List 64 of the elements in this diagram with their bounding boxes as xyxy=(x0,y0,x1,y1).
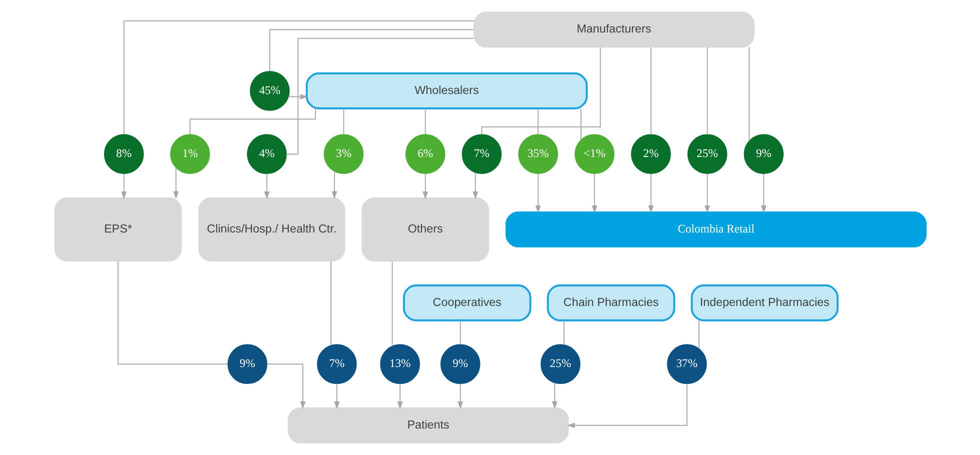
connector xyxy=(268,29,474,72)
connector xyxy=(391,260,392,347)
arrow xyxy=(172,167,178,200)
arrow xyxy=(287,94,308,100)
node-circle: 9% xyxy=(226,344,267,384)
node-circle: 6% xyxy=(404,134,445,174)
node-circle: 25% xyxy=(686,134,727,174)
arrow xyxy=(534,173,540,214)
connector xyxy=(189,108,316,136)
node-circle: 8% xyxy=(104,134,144,174)
node-circle: 2% xyxy=(630,134,670,174)
arrow xyxy=(551,382,557,410)
node-circle: 7% xyxy=(461,134,502,174)
connector xyxy=(117,260,228,365)
node-circle: 4% xyxy=(246,134,286,174)
arrow xyxy=(457,383,463,410)
connector xyxy=(748,46,750,142)
node-circle: 37% xyxy=(666,344,706,384)
connector xyxy=(122,20,474,135)
arrow xyxy=(566,383,687,428)
connector xyxy=(424,108,426,135)
arrow xyxy=(331,171,337,200)
node-box: Colombia Retail xyxy=(505,211,926,248)
node-circle: 3% xyxy=(323,134,364,174)
connector xyxy=(562,320,564,346)
connector xyxy=(698,320,700,350)
connector xyxy=(459,320,460,345)
node-circle: <1% xyxy=(574,134,614,174)
arrow xyxy=(591,173,597,214)
node-circle: 9% xyxy=(743,134,784,174)
arrow xyxy=(120,173,126,200)
node-circle: 13% xyxy=(380,344,420,384)
node-circle: 9% xyxy=(440,344,480,384)
node-box: Patients xyxy=(287,407,568,444)
arrow xyxy=(396,383,402,410)
arrow xyxy=(760,173,766,214)
arrow xyxy=(704,173,710,214)
node-box: Others xyxy=(361,197,489,262)
arrow xyxy=(334,383,340,410)
connector xyxy=(580,108,581,140)
node-circle: 1% xyxy=(170,134,210,174)
node-box: Independent Pharmacies xyxy=(690,284,838,322)
arrow xyxy=(422,173,428,200)
arrow xyxy=(266,364,306,410)
node-circle: 25% xyxy=(540,344,580,384)
node-box: Wholesalers xyxy=(305,72,588,110)
connector xyxy=(330,260,332,346)
node-box: Manufacturers xyxy=(472,12,754,48)
connector xyxy=(706,46,708,136)
connector xyxy=(480,46,600,136)
node-box: Chain Pharmacies xyxy=(546,284,675,322)
node-box: Clinics/Hosp./ Health Ctr. xyxy=(198,197,345,262)
node-box: Cooperatives xyxy=(402,284,531,322)
node-circle: 35% xyxy=(518,134,558,174)
connector xyxy=(285,38,474,155)
connector xyxy=(537,108,538,135)
arrow xyxy=(472,172,478,200)
arrow xyxy=(264,173,270,200)
node-circle: 45% xyxy=(249,70,290,111)
node-box: EPS* xyxy=(54,197,182,262)
connector xyxy=(650,46,651,136)
connector xyxy=(342,108,344,135)
arrow xyxy=(648,173,654,214)
node-circle: 7% xyxy=(316,344,356,384)
